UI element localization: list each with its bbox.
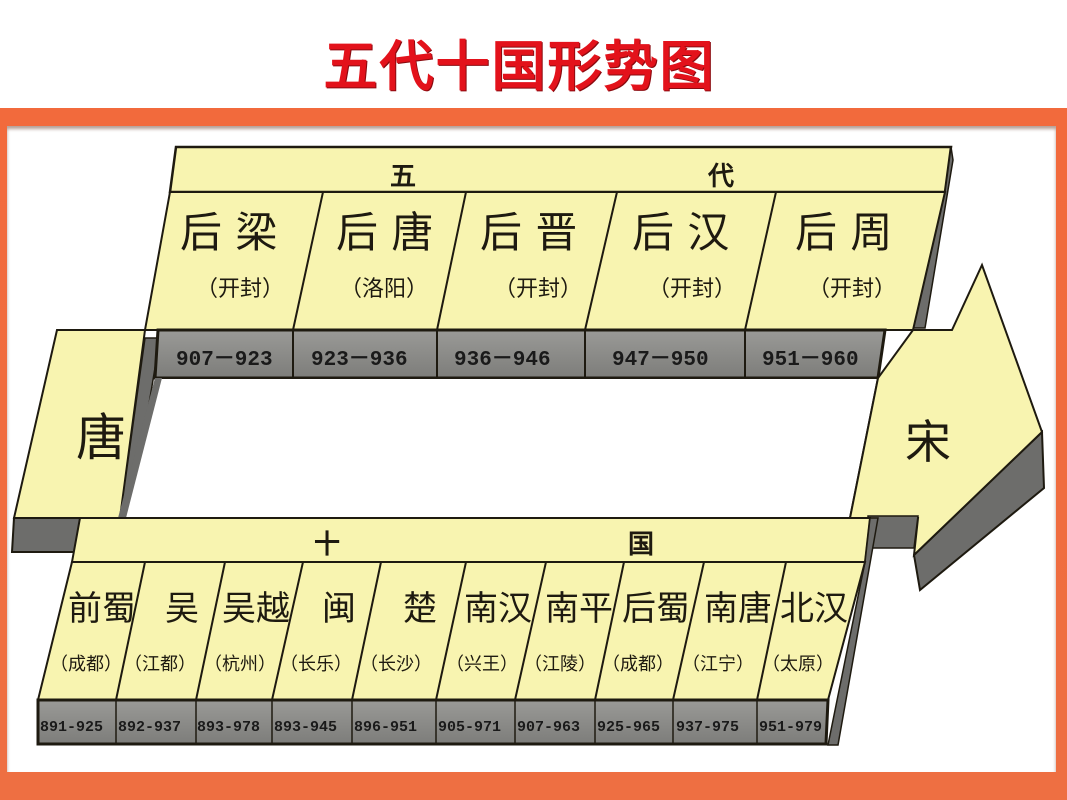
kingdom-capital: （杭州） bbox=[204, 654, 276, 675]
ten-kingdom-item: 南汉 （兴王） 905-971 bbox=[438, 589, 532, 736]
center-gap bbox=[118, 377, 880, 519]
dynasty-capital: （开封） bbox=[196, 277, 284, 302]
ten-kingdom-item: 南平 （江陵） 907-963 bbox=[517, 589, 613, 736]
five-dynasty-item: 后 晋 （开封） 936－946 bbox=[454, 208, 582, 372]
dynasty-capital: （洛阳） bbox=[340, 277, 428, 302]
kingdom-years: 951-979 bbox=[759, 719, 822, 736]
kingdom-capital: （江宁） bbox=[682, 654, 754, 675]
kingdom-capital: （长乐） bbox=[280, 654, 352, 675]
dynasty-name: 后 唐 bbox=[336, 208, 433, 257]
ten-kingdom-item: 前蜀 （成都） 891-925 bbox=[40, 589, 136, 736]
ten-header-right: 国 bbox=[628, 530, 654, 560]
kingdom-name: 前蜀 bbox=[68, 589, 136, 629]
ten-kingdom-item: 北汉 （太原） 951-979 bbox=[759, 589, 848, 736]
tang-label: 唐 bbox=[76, 409, 126, 467]
dynasty-name: 后 周 bbox=[795, 208, 892, 257]
kingdom-capital: （江陵） bbox=[524, 654, 596, 675]
kingdom-name: 南平 bbox=[545, 589, 613, 629]
dynasty-capital: （开封） bbox=[648, 277, 736, 302]
kingdom-years: 937-975 bbox=[676, 719, 739, 736]
dynasty-name: 后 梁 bbox=[180, 208, 277, 257]
dynasty-years: 936－946 bbox=[454, 349, 551, 372]
dynasty-capital: （开封） bbox=[808, 277, 896, 302]
kingdom-name: 闽 bbox=[322, 589, 356, 629]
five-dynasties-band: 五 代 bbox=[143, 145, 954, 380]
title-text: 五代十国形势图 bbox=[323, 34, 716, 98]
ten-kingdom-item: 后蜀 （成都） 925-965 bbox=[597, 589, 690, 736]
ten-header-left: 十 bbox=[314, 530, 340, 560]
five-dynasty-item: 后 汉 （开封） 947－950 bbox=[612, 208, 736, 372]
five-header-left: 五 bbox=[390, 162, 416, 192]
ten-kingdom-item: 吴越 （杭州） 893-978 bbox=[197, 589, 290, 736]
kingdom-capital: （成都） bbox=[50, 654, 122, 675]
dynasty-name: 后 晋 bbox=[480, 208, 577, 257]
kingdom-name: 南唐 bbox=[704, 589, 772, 629]
kingdom-name: 后蜀 bbox=[622, 589, 690, 629]
ten-kingdom-item: 楚 （长沙） 896-951 bbox=[354, 589, 437, 736]
page-title: 五代十国形势图 bbox=[0, 22, 1067, 101]
kingdom-name: 吴 bbox=[165, 589, 199, 629]
kingdom-name: 吴越 bbox=[222, 589, 290, 629]
ten-kingdom-item: 闽 （长乐） 893-945 bbox=[274, 589, 356, 736]
dynasty-capital: （开封） bbox=[494, 277, 582, 302]
ten-kingdom-item: 南唐 （江宁） 937-975 bbox=[676, 589, 772, 736]
kingdom-capital: （江都） bbox=[124, 654, 196, 675]
kingdom-name: 南汉 bbox=[464, 589, 532, 629]
kingdom-capital: （成都） bbox=[602, 654, 674, 675]
dynasty-years: 951－960 bbox=[762, 349, 859, 372]
ten-kingdoms-band: 十 国 bbox=[36, 517, 879, 746]
kingdom-years: 905-971 bbox=[438, 719, 501, 736]
dynasty-years: 907－923 bbox=[176, 349, 273, 372]
dynasty-years: 947－950 bbox=[612, 349, 709, 372]
kingdom-capital: （长沙） bbox=[360, 654, 432, 675]
kingdom-years: 925-965 bbox=[597, 719, 660, 736]
kingdom-capital: （太原） bbox=[762, 654, 834, 675]
kingdom-years: 891-925 bbox=[40, 719, 103, 736]
kingdom-name: 北汉 bbox=[780, 589, 848, 629]
dynasty-name: 后 汉 bbox=[632, 208, 729, 257]
dynasty-years: 923－936 bbox=[311, 349, 408, 372]
five-dynasty-item: 后 唐 （洛阳） 923－936 bbox=[311, 208, 433, 372]
kingdom-years: 893-978 bbox=[197, 719, 260, 736]
five-header-right: 代 bbox=[707, 162, 734, 192]
kingdom-years: 907-963 bbox=[517, 719, 580, 736]
kingdom-years: 892-937 bbox=[118, 719, 181, 736]
five-dynasty-item: 后 周 （开封） 951－960 bbox=[762, 208, 896, 372]
kingdom-capital: （兴王） bbox=[446, 654, 518, 675]
song-arrow: 宋 bbox=[848, 262, 1046, 592]
kingdom-years: 896-951 bbox=[354, 719, 417, 736]
five-dynasty-item: 后 梁 （开封） 907－923 bbox=[176, 208, 284, 372]
ten-kingdom-item: 吴 （江都） 892-937 bbox=[118, 589, 199, 736]
kingdom-name: 楚 bbox=[403, 589, 437, 629]
kingdom-years: 893-945 bbox=[274, 719, 337, 736]
song-label: 宋 bbox=[905, 415, 951, 469]
